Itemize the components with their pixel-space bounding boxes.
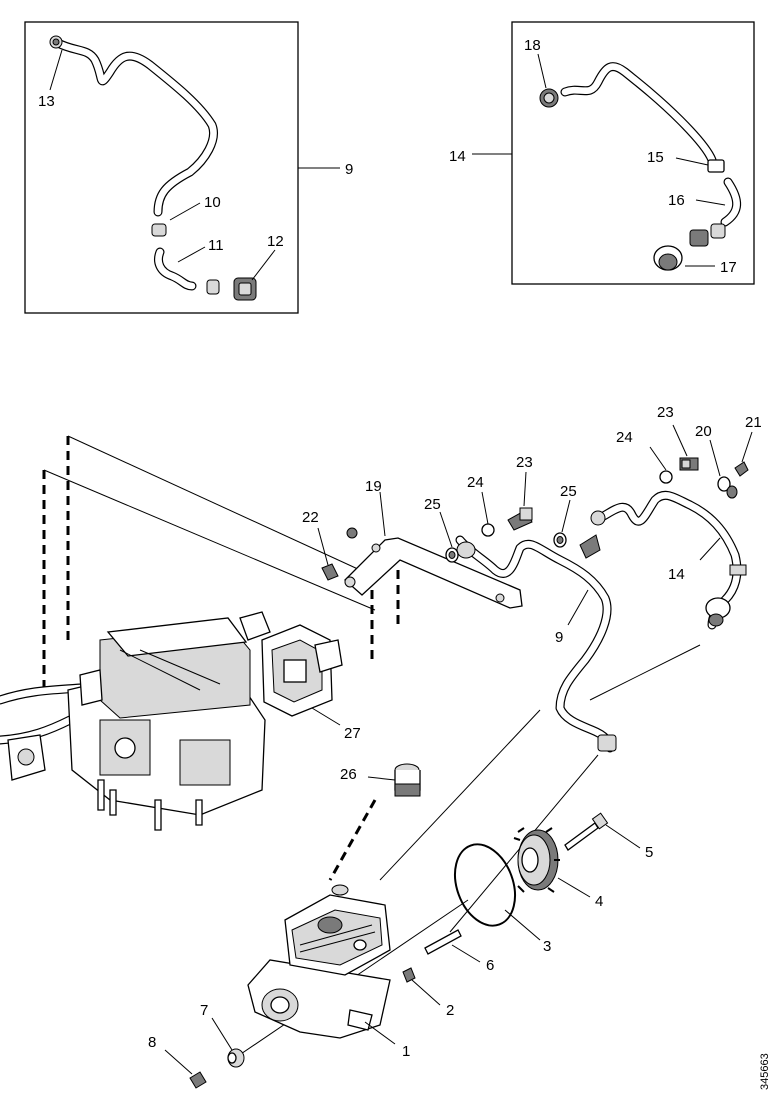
callout-4: 4 bbox=[595, 893, 603, 910]
callout-9-detail: 9 bbox=[345, 161, 353, 178]
callout-12: 12 bbox=[267, 233, 284, 250]
callout-10: 10 bbox=[204, 194, 221, 211]
callout-5: 5 bbox=[645, 844, 653, 861]
callout-27: 27 bbox=[344, 725, 361, 742]
pipe-9-assembly-drawing bbox=[49, 35, 257, 301]
part-5-bolt bbox=[564, 812, 609, 851]
callout-13: 13 bbox=[38, 93, 55, 110]
part-8-nut bbox=[189, 1071, 207, 1089]
part-2-nut bbox=[402, 967, 416, 983]
engine-block bbox=[0, 617, 266, 831]
callout-18: 18 bbox=[524, 37, 541, 54]
part-6-stud bbox=[424, 929, 462, 955]
callout-23-right: 23 bbox=[657, 404, 674, 421]
callout-14-main: 14 bbox=[668, 566, 685, 583]
callout-8: 8 bbox=[148, 1034, 156, 1051]
fittings-right bbox=[659, 457, 749, 499]
callout-19: 19 bbox=[365, 478, 382, 495]
detail-box-pipe-14: 18 15 16 17 14 bbox=[449, 21, 755, 285]
callout-17: 17 bbox=[720, 259, 737, 276]
part-4-gear bbox=[513, 827, 560, 893]
part-22-bolt bbox=[321, 527, 358, 581]
callout-11: 11 bbox=[208, 237, 224, 254]
part-1-compressor bbox=[247, 884, 391, 1039]
callout-23-left: 23 bbox=[516, 454, 533, 471]
detail-box-pipe-9: 13 10 11 12 9 bbox=[24, 21, 353, 314]
alignment-guides bbox=[42, 435, 701, 1061]
part-27-housing bbox=[239, 611, 343, 717]
callout-24-left: 24 bbox=[467, 474, 484, 491]
fittings-left bbox=[445, 507, 533, 563]
callout-21: 21 bbox=[745, 414, 762, 431]
callout-24-right: 24 bbox=[616, 429, 633, 446]
part-3-oring bbox=[454, 843, 516, 927]
drawing-reference-number: 345663 bbox=[759, 1053, 771, 1090]
callout-2: 2 bbox=[446, 1002, 454, 1019]
part-19-bracket bbox=[344, 537, 523, 609]
callout-16: 16 bbox=[668, 192, 685, 209]
callout-25-left: 25 bbox=[424, 496, 441, 513]
part-7-plug bbox=[227, 1048, 245, 1068]
callout-20: 20 bbox=[695, 423, 712, 440]
callout-26: 26 bbox=[340, 766, 357, 783]
part-14-pipe bbox=[590, 490, 747, 630]
part-9-pipe bbox=[455, 535, 617, 753]
callout-6: 6 bbox=[486, 957, 494, 974]
callout-9-main: 9 bbox=[555, 629, 563, 646]
callout-3: 3 bbox=[543, 938, 551, 955]
callout-14-detail: 14 bbox=[449, 148, 466, 165]
fittings-middle bbox=[553, 532, 601, 559]
callout-25-right: 25 bbox=[560, 483, 577, 500]
callout-7: 7 bbox=[200, 1002, 208, 1019]
part-26-fitting bbox=[394, 763, 421, 797]
pipe-14-assembly-drawing bbox=[539, 62, 742, 271]
callout-15: 15 bbox=[647, 149, 664, 166]
callout-1: 1 bbox=[402, 1043, 410, 1060]
callout-22: 22 bbox=[302, 509, 319, 526]
